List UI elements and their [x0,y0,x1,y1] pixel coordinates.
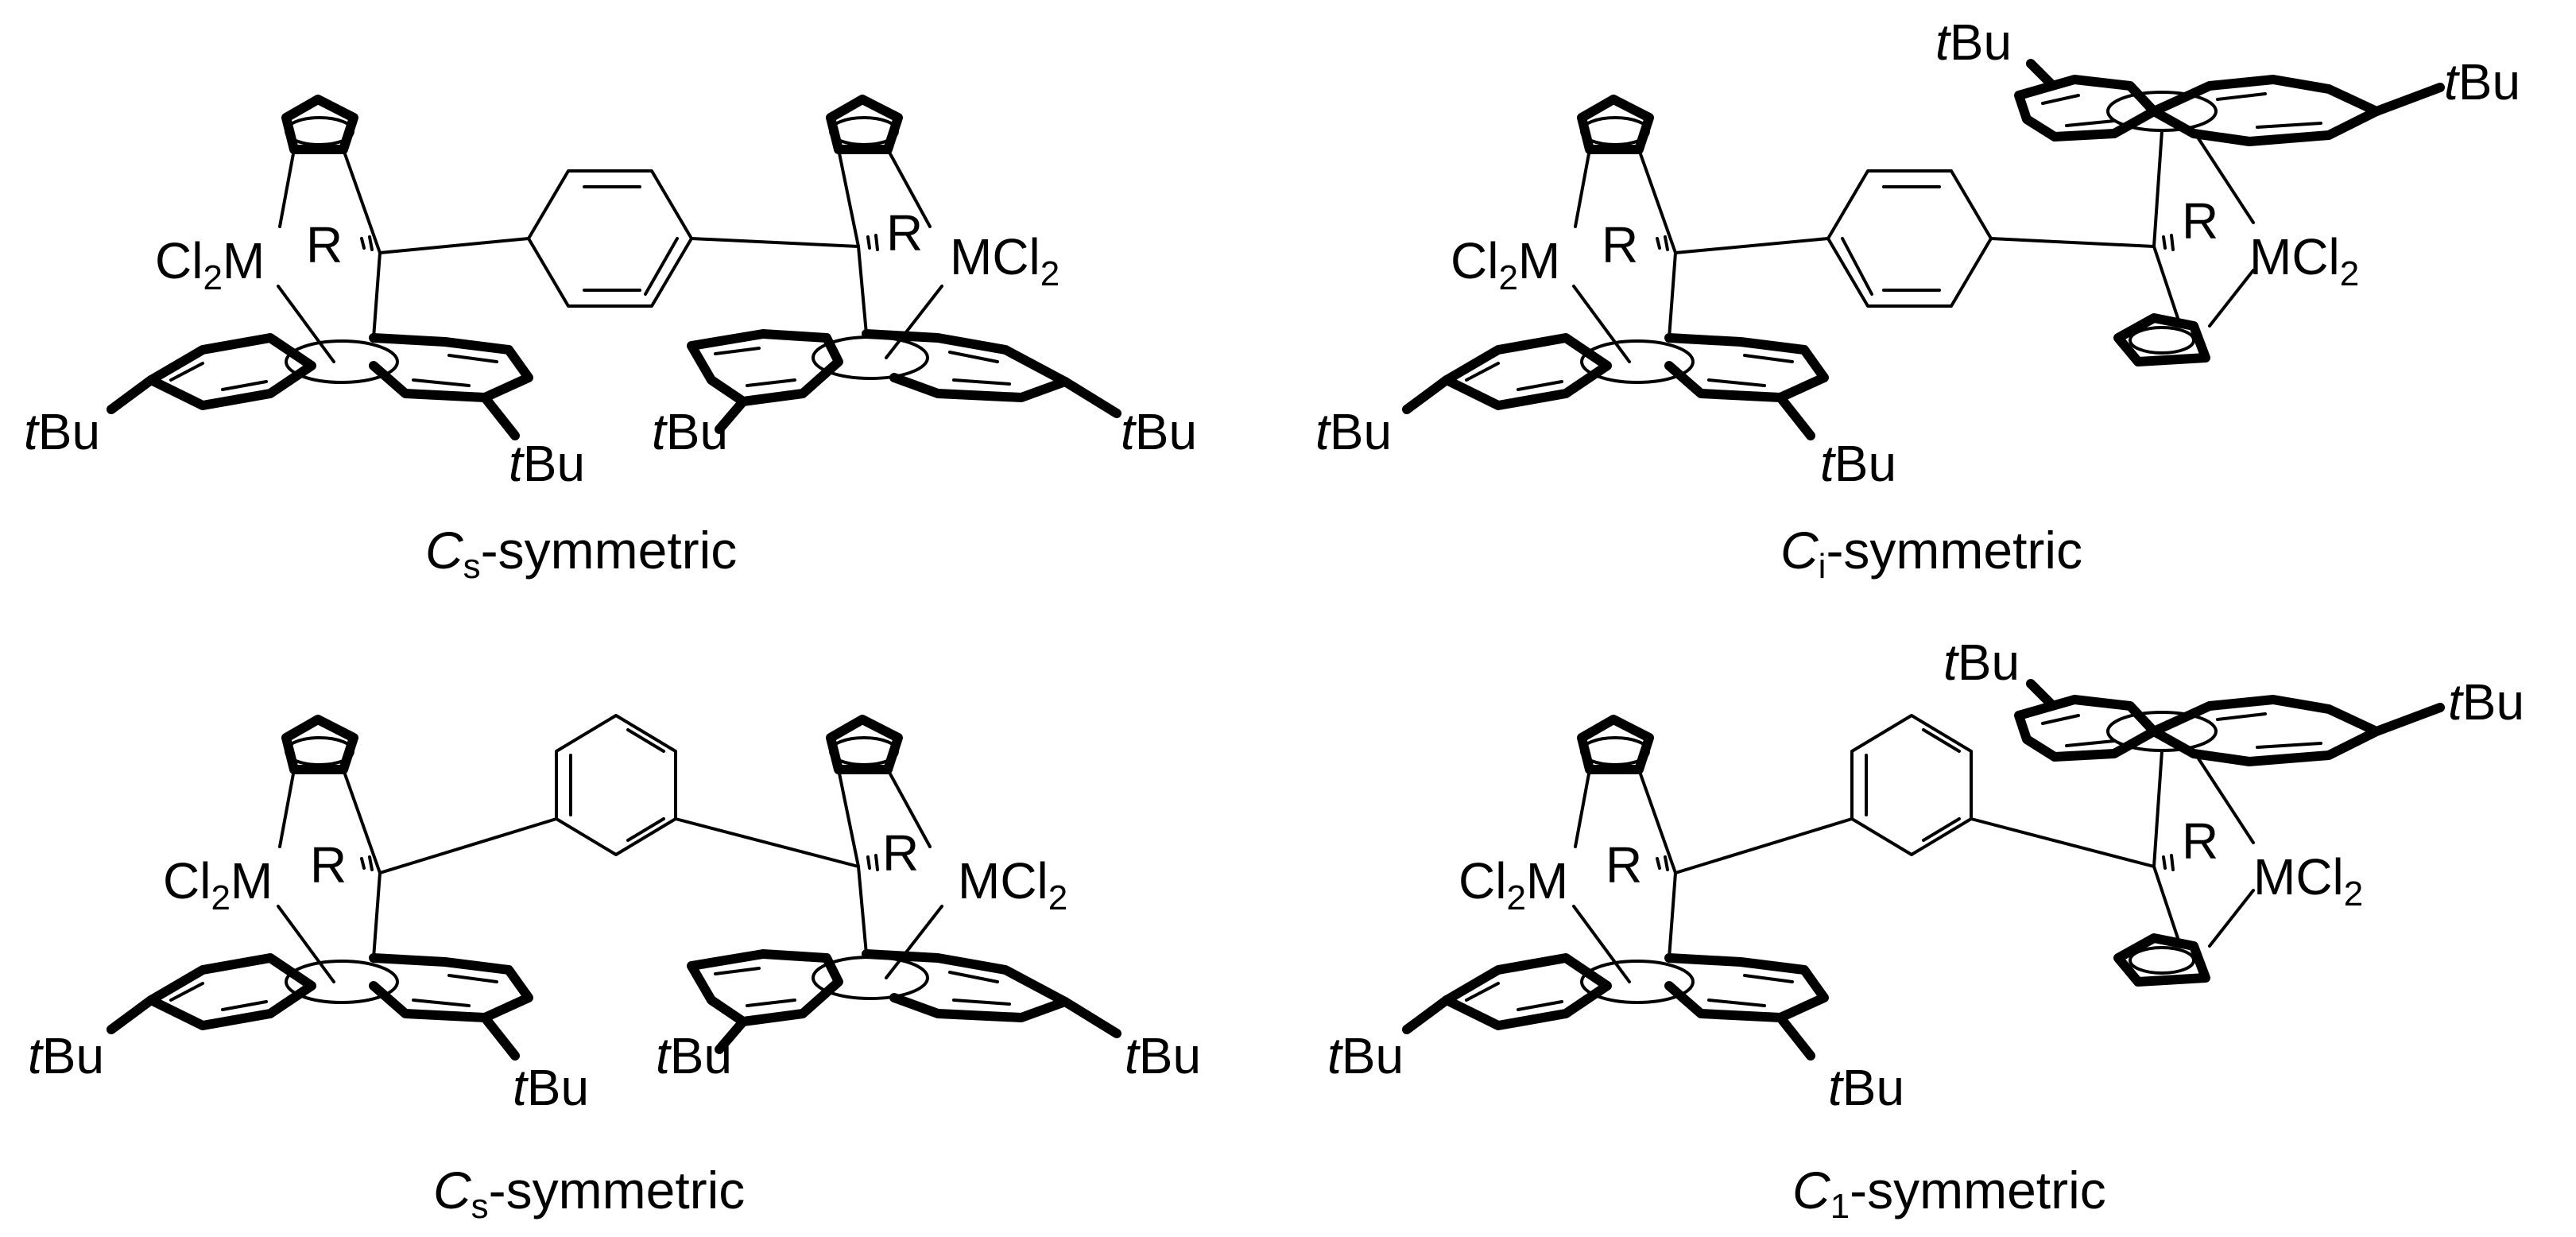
tbu-label: tBu [1125,1027,1201,1084]
half-sandwich-right-inverted [2019,684,2440,982]
tbu-label: tBu [1121,403,1197,460]
tbu-label: tBu [1828,1059,1904,1116]
tbu-label: tBu [652,403,728,460]
tbu-label: tBu [656,1027,732,1084]
bridge-substituent-right: R [2182,192,2218,250]
tbu-label: tBu [513,1059,589,1116]
bridge-substituent-right: R [886,204,923,262]
tbu-label: tBu [2448,673,2524,731]
bridge-substituent-left: R [306,216,343,273]
tbu-label: tBu [28,1027,104,1084]
metal-label-right: MCl2 [2253,848,2363,913]
symmetry-caption: Cs-symmetric [433,1161,745,1226]
metal-label-left: Cl2M [1451,232,1560,297]
bridge-substituent-left: R [310,836,347,894]
tbu-label: tBu [1935,14,2012,71]
phenylene-ring [1826,169,1993,308]
metal-label-right: MCl2 [950,228,1059,293]
tbu-label: tBu [2444,53,2520,111]
molecule-4: Cl2M R R MCl2 tBu tBu tBu tBu C1-symmetr… [1327,634,2524,1226]
bridge-substituent-left: R [1602,216,1638,273]
tbu-label: tBu [1315,403,1392,460]
molecule-1: Cl2M R R MCl2 tBu tBu tBu tBu Cs-symmetr… [24,99,1197,586]
symmetry-caption: Ci-symmetric [1780,521,2082,586]
tbu-label: tBu [1327,1027,1404,1084]
metal-label-right: MCl2 [2249,228,2359,293]
metal-label-left: Cl2M [163,852,273,917]
symmetry-caption: C1-symmetric [1792,1161,2106,1226]
phenylene-ring [555,714,677,856]
tbu-label: tBu [509,435,585,492]
half-sandwich-right-inverted [2019,64,2440,362]
bridge-substituent-left: R [1606,836,1642,894]
phenylene-ring [527,169,693,308]
symmetry-caption: Cs-symmetric [425,521,737,586]
tbu-label: tBu [24,403,100,460]
phenylene-ring [1850,714,1973,856]
tbu-label: tBu [1820,435,1896,492]
metal-label-left: Cl2M [1458,852,1568,917]
metal-label-right: MCl2 [958,852,1067,917]
bridge-substituent-right: R [882,824,919,882]
metal-label-left: Cl2M [155,232,265,297]
molecule-3: Cl2M R R MCl2 tBu tBu tBu tBu Cs-symmetr… [28,714,1201,1226]
bridge-substituent-right: R [2182,812,2218,870]
tbu-label: tBu [1943,634,2020,691]
molecule-2: Cl2M R R MCl2 tBu tBu tBu tBu Ci-symmetr… [1315,14,2520,586]
